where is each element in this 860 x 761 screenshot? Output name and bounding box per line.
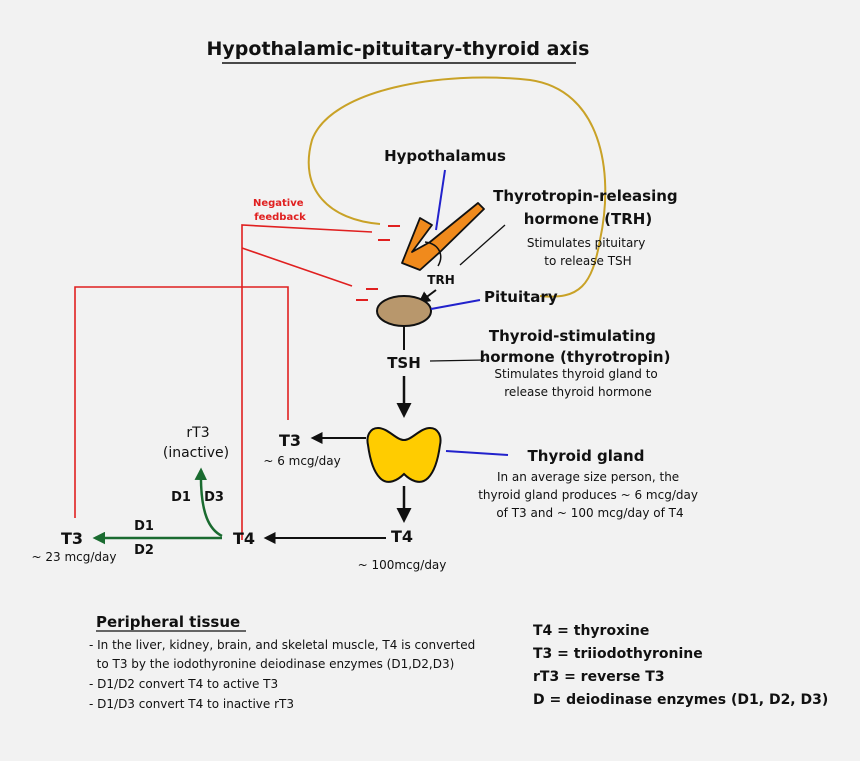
negative-feedback-lines — [74, 224, 373, 540]
hypothalamus-shape — [401, 202, 485, 271]
peripheral-bullets: - In the liver, kidney, brain, and skele… — [89, 638, 475, 711]
pituitary-label: Pituitary — [484, 288, 558, 306]
d1-rt3-label: D1 — [171, 490, 191, 505]
negative-feedback-label: Negative feedback — [253, 198, 307, 223]
rt3-label: rT3 — [186, 425, 209, 441]
rt3-inactive-note: (inactive) — [163, 445, 229, 461]
d2-label: D2 — [134, 543, 154, 558]
abbreviation-legend: T4 = thyroxine T3 = triiodothyronine rT3… — [533, 623, 828, 708]
thyroid-pointer — [445, 450, 509, 456]
tsh-arrow-label: TSH — [387, 354, 421, 372]
trh-arrow-label: TRH — [427, 273, 454, 287]
t3-thyroid-label: T3 — [279, 431, 301, 450]
inhibition-marks — [356, 225, 400, 301]
t4-thyroid-amount: ~ 100mcg/day — [358, 558, 447, 572]
tsh-title: Thyroid-stimulating hormone (thyrotropin… — [480, 327, 671, 366]
pituitary-shape — [376, 295, 432, 327]
t3-thyroid-amount: ~ 6 mcg/day — [263, 454, 340, 468]
hypothalamus-pointer — [435, 169, 446, 231]
tsh-pointer-line — [429, 359, 486, 362]
thyroid-gland-shape — [366, 426, 442, 483]
trh-description: Stimulates pituitary to release TSH — [527, 236, 649, 268]
d1-label: D1 — [134, 519, 154, 534]
t4-thyroid-label: T4 — [391, 527, 413, 546]
t3-peripheral-label: T3 — [61, 529, 83, 548]
hypothalamus-label: Hypothalamus — [384, 147, 506, 165]
peripheral-heading: Peripheral tissue — [96, 613, 240, 631]
diagram-title: Hypothalamic-pituitary-thyroid axis — [207, 38, 590, 60]
feedback-loop-curve — [307, 76, 607, 298]
t4-peripheral-label: T4 — [233, 529, 255, 548]
t3-peripheral-amount: ~ 23 mcg/day — [32, 550, 117, 564]
tsh-description: Stimulates thyroid gland to release thyr… — [494, 367, 661, 399]
pituitary-pointer — [430, 299, 481, 310]
t4-to-rt3-conversion-arrow — [194, 467, 223, 538]
thyroid-description: In an average size person, the thyroid g… — [478, 470, 702, 520]
trh-title: Thyrotropin-releasing hormone (TRH) — [493, 187, 683, 228]
trh-pointer-line — [459, 224, 506, 266]
thyroid-label: Thyroid gland — [528, 447, 645, 465]
d3-rt3-label: D3 — [204, 490, 224, 505]
hypothalamus-arc — [424, 241, 442, 267]
